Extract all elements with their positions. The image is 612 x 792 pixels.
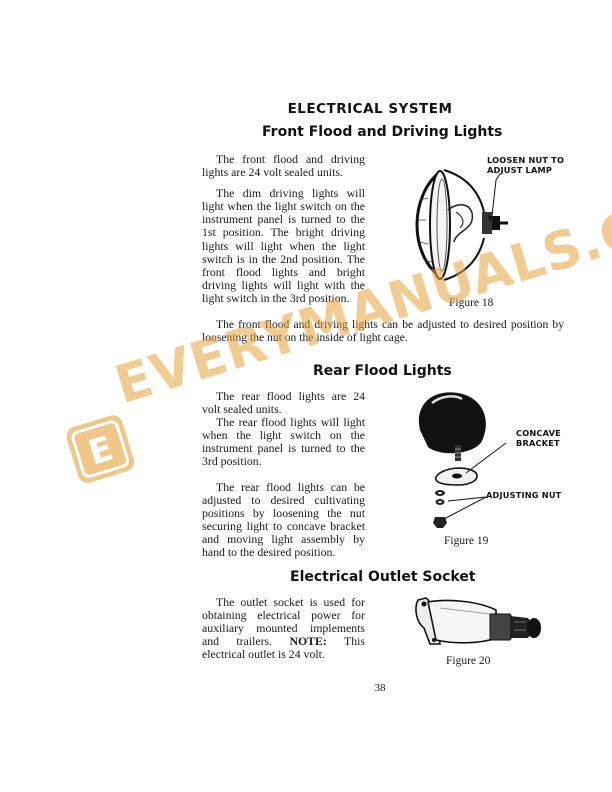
front-para-3: The front flood and driving lights can b…	[202, 318, 564, 344]
front-para-2: The dim driving lights will light when t…	[202, 186, 365, 305]
front-para-1: The front flood and driving lights are 2…	[202, 152, 365, 180]
callout-loosen-nut-line2: ADJUST LAMP	[487, 164, 553, 175]
outlet-para-1: The outlet socket is used for obtaining …	[202, 595, 365, 662]
rear-para-3: The rear flood lights can be adjusted to…	[202, 479, 365, 560]
section-title-front-lights: Front Flood and Driving Lights	[262, 124, 503, 140]
figure-20	[410, 588, 550, 653]
section-title-outlet-socket: Electrical Outlet Socket	[290, 569, 476, 585]
callout-concave-bracket-line2: BRACKET	[516, 437, 560, 448]
rear-lights-text: The rear flood lights are 24 volt sealed…	[202, 389, 365, 560]
page-number: 38	[374, 682, 386, 694]
outlet-note-label: NOTE:	[289, 634, 327, 649]
callout-concave-bracket-line1: CONCAVE	[516, 428, 561, 438]
rear-para-1: The rear flood lights are 24 volt sealed…	[202, 389, 365, 417]
front-lights-text: The front flood and driving lights are 2…	[202, 152, 365, 305]
figure-18	[400, 150, 570, 295]
front-adjust-text: The front flood and driving lights can b…	[202, 318, 564, 344]
outlet-socket-illustration	[415, 597, 541, 645]
page-title: ELECTRICAL SYSTEM	[287, 101, 453, 117]
outlet-note-text: This electrical outlet is 24 volt.	[202, 634, 365, 662]
section-title-rear-lights: Rear Flood Lights	[313, 363, 452, 379]
figure-19	[410, 385, 510, 535]
figure-19-caption: Figure 19	[444, 535, 489, 547]
callout-loosen-nut-line1: LOOSEN NUT TO	[487, 155, 565, 165]
figure-18-caption: Figure 18	[449, 297, 494, 309]
rear-lamp-illustration	[418, 392, 507, 528]
outlet-para-main: The outlet socket is used for obtaining …	[202, 595, 365, 649]
watermark-logo-icon: E	[62, 410, 141, 492]
outlet-text: The outlet socket is used for obtaining …	[202, 595, 365, 662]
flood-lamp-illustration	[415, 169, 508, 281]
rear-para-2: The rear flood lights will light when th…	[202, 415, 365, 469]
callout-concave-bracket: CONCAVE BRACKET	[516, 428, 561, 448]
figure-20-caption: Figure 20	[446, 655, 491, 667]
callout-adjusting-nut: ADJUSTING NUT	[486, 490, 562, 500]
watermark-logo-letter: E	[84, 428, 118, 473]
callout-loosen-nut: LOOSEN NUT TO ADJUST LAMP	[487, 155, 565, 175]
